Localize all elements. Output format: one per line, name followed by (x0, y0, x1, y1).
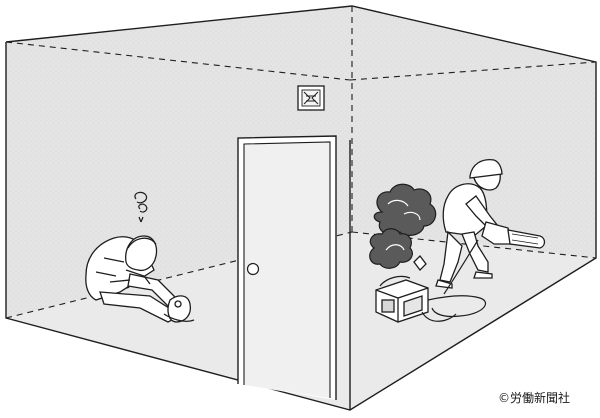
copyright-credit: ©労働新聞社 (497, 391, 570, 405)
power-cords (421, 239, 486, 322)
portable-generator (375, 255, 429, 323)
exhaust-smoke (369, 183, 437, 269)
dizzy-spiral-icon (134, 191, 148, 223)
door-knob (246, 262, 260, 276)
door (237, 135, 337, 400)
ventilation-fan-icon (297, 85, 325, 111)
chainsaw (481, 221, 546, 249)
chainsaw-operator (435, 158, 503, 289)
collapsed-worker (85, 235, 195, 323)
